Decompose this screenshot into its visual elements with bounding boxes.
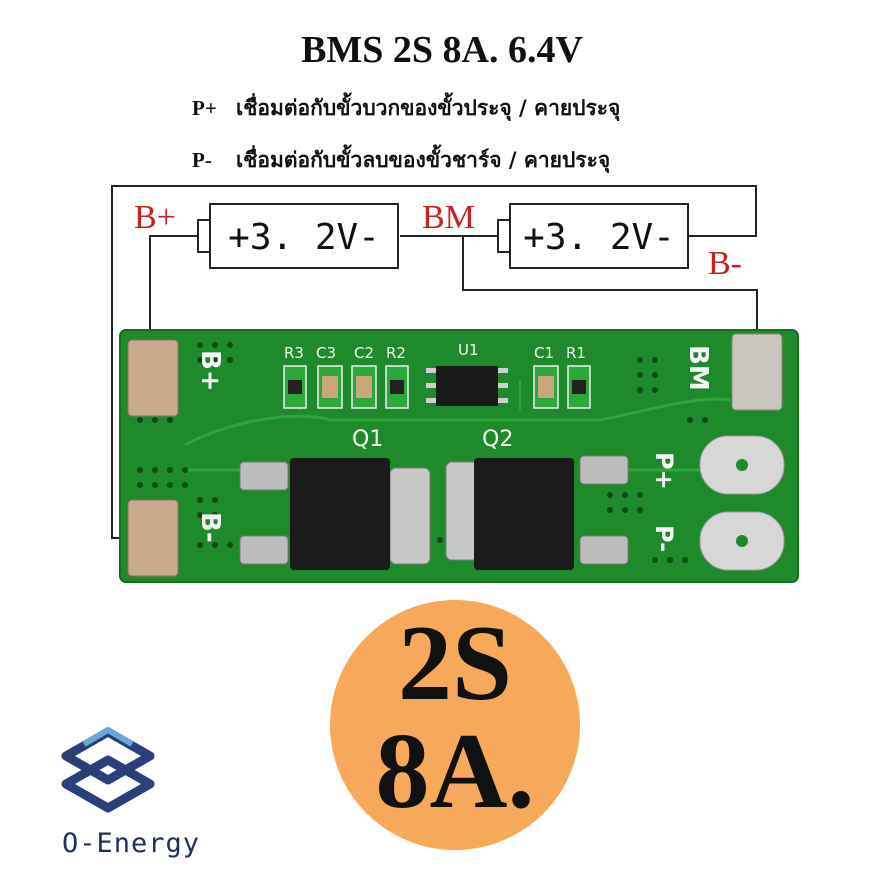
silk-p-minus: P- bbox=[650, 525, 678, 552]
silk-b-minus: B- bbox=[195, 512, 225, 543]
p-plus-text: เชื่อมต่อกับขั้วบวกของขั้วประจุ / คายประ… bbox=[236, 96, 621, 120]
silk-u1: U1 bbox=[458, 341, 479, 359]
smd-parts bbox=[283, 365, 591, 409]
silk-c1: C1 bbox=[534, 344, 554, 362]
pad-b-minus bbox=[127, 499, 179, 577]
p-minus-text: เชื่อมต่อกับขั้วลบของขั้วชาร์จ / คายประจ… bbox=[236, 148, 611, 172]
wire-bm-to-pad bbox=[462, 236, 758, 345]
cell-2-label: +3. 2V- bbox=[523, 217, 675, 258]
silk-p-plus: P+ bbox=[650, 452, 678, 490]
mosfet-q2 bbox=[445, 455, 629, 570]
battery-cell-2: +3. 2V- bbox=[497, 203, 689, 269]
p-plus-description: P+ เชื่อมต่อกับขั้วบวกของขั้วประจุ / คายป… bbox=[192, 92, 620, 125]
badge-line-2: 8A. bbox=[375, 712, 535, 831]
silk-c2: C2 bbox=[354, 344, 374, 362]
silk-r3: R3 bbox=[284, 344, 304, 362]
page-title: BMS 2S 8A. 6.4V bbox=[301, 29, 583, 71]
pad-p-plus bbox=[699, 435, 785, 495]
p-minus-description: P- เชื่อมต่อกับขั้วลบของขั้วชาร์จ / คายปร… bbox=[192, 144, 610, 177]
mosfet-q1 bbox=[239, 458, 431, 570]
p-minus-key: P- bbox=[192, 148, 212, 172]
battery-cell-1: +3. 2V- bbox=[197, 203, 399, 269]
chip-u1 bbox=[426, 366, 508, 406]
silk-q2: Q2 bbox=[482, 427, 513, 452]
silk-r2: R2 bbox=[386, 344, 406, 362]
p-plus-key: P+ bbox=[192, 96, 217, 120]
pad-bm bbox=[731, 333, 783, 411]
pad-b-plus bbox=[127, 339, 179, 417]
pcb-board: B+ B- BM P+ P- R3 C3 C2 R2 U1 C1 R1 Q1 Q… bbox=[119, 329, 799, 583]
silk-bm: BM bbox=[683, 345, 713, 391]
brand-name: O-Energy bbox=[62, 828, 201, 859]
label-b-plus: B+ bbox=[134, 199, 176, 236]
silk-q1: Q1 bbox=[352, 427, 383, 452]
badge-line-1: 2S bbox=[397, 604, 513, 723]
silk-b-plus: B+ bbox=[195, 350, 225, 392]
cell-1-label: +3. 2V- bbox=[228, 217, 380, 258]
label-b-minus: B- bbox=[708, 245, 742, 282]
pad-p-minus bbox=[699, 511, 785, 571]
silk-c3: C3 bbox=[316, 344, 336, 362]
spec-badge bbox=[330, 600, 580, 850]
silk-r1: R1 bbox=[566, 344, 586, 362]
wire-b-plus bbox=[149, 235, 200, 345]
label-bm: BM bbox=[422, 199, 475, 236]
wire-b-minus bbox=[111, 185, 757, 539]
